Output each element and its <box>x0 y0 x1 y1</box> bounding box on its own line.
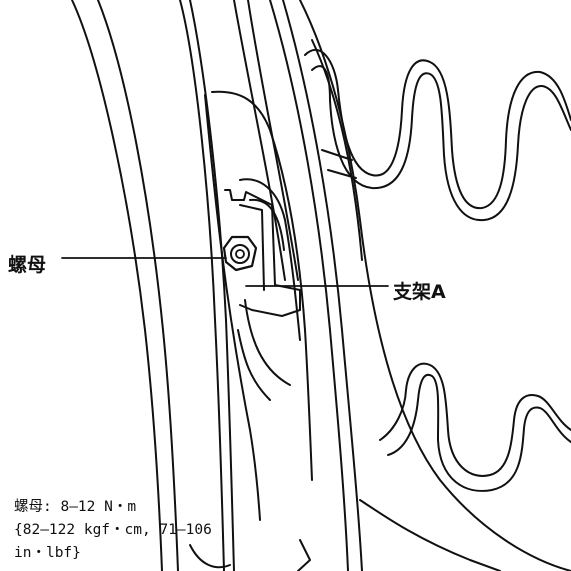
bracket-tab <box>239 204 265 291</box>
zigzag-spring <box>304 48 571 210</box>
seat-frame <box>189 544 231 569</box>
seat-frame <box>297 539 311 571</box>
zigzag-spring <box>311 65 571 222</box>
torque-spec-note: 螺母: 8—12 N・m {82—122 kgf・cm, 71—106 in・l… <box>14 496 212 565</box>
torque-spec-line: in・lbf} <box>14 545 81 561</box>
bracket-tab <box>244 299 291 386</box>
seat-pillar <box>269 0 349 571</box>
seat-outline-curve <box>189 0 235 571</box>
seat-frame <box>311 39 363 261</box>
seat-outline-curve <box>97 0 179 571</box>
bracket-callout-label: 支架A <box>393 281 446 303</box>
torque-spec-line: 螺母: 8—12 N・m <box>14 499 137 515</box>
seat-pillar <box>247 0 299 281</box>
nut-icon <box>222 235 258 272</box>
nut-callout-label: 螺母 <box>8 254 47 276</box>
torque-spec-line: {82—122 kgf・cm, 71—106 <box>14 522 212 538</box>
bracket-rail <box>211 90 313 481</box>
zigzag-spring <box>387 373 571 492</box>
zigzag-spring <box>379 362 571 477</box>
seat-frame <box>299 0 571 571</box>
seat-frame <box>359 499 501 571</box>
bracket-tab <box>224 189 301 317</box>
bracket-rail <box>204 94 261 521</box>
seat-outline-curve <box>71 0 163 571</box>
bracket-tab <box>237 329 271 401</box>
seat-outline-curve <box>179 0 225 571</box>
bracket-rail <box>239 178 301 341</box>
seat-frame <box>321 149 353 161</box>
seat-pillar <box>233 0 286 281</box>
seat-pillar <box>282 0 363 571</box>
